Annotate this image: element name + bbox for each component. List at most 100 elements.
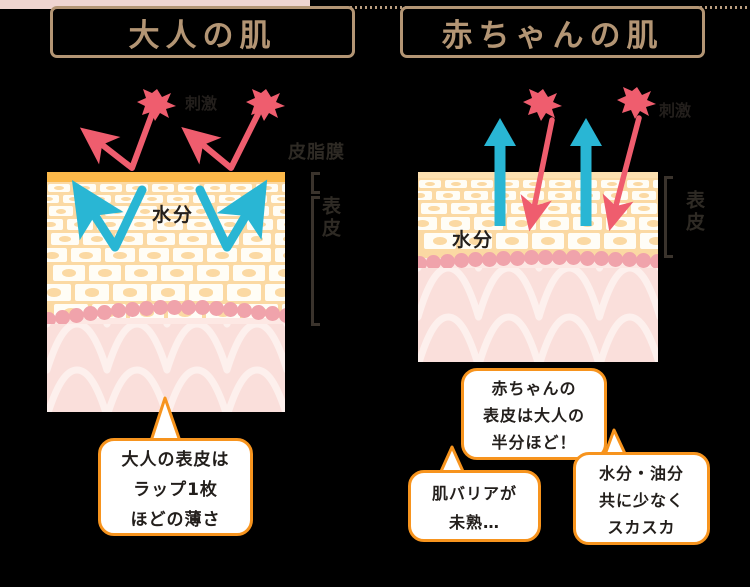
- epidermis-cell: [492, 191, 516, 200]
- cell-nucleus: [139, 208, 151, 214]
- epidermis-cell: [147, 233, 175, 245]
- basal-layer-baby: [418, 250, 658, 271]
- epidermis-cell: [113, 284, 147, 301]
- basal-cell: [496, 250, 511, 266]
- epidermis-cell: [245, 206, 269, 216]
- bracket-epidermis-adult: [311, 196, 320, 326]
- epidermis-cell: [83, 233, 111, 245]
- epidermis-cell: [47, 284, 71, 301]
- basal-cell: [111, 303, 126, 319]
- basal-cell: [139, 301, 154, 317]
- cell-nucleus: [147, 251, 161, 259]
- epidermis-cell: [115, 233, 143, 245]
- label-epidermis-baby: 表皮: [683, 190, 705, 234]
- cell-nucleus: [199, 197, 209, 201]
- epidermis-cell-row: [47, 284, 285, 301]
- panel-title-baby: 赤ちゃんの肌: [400, 6, 705, 58]
- epidermis-cell: [451, 203, 477, 214]
- flower-icon: [246, 89, 285, 121]
- epidermis-cell: [161, 206, 185, 216]
- epidermis-cell: [173, 248, 203, 262]
- cell-nucleus: [283, 251, 285, 259]
- epidermis-cell-row: [418, 191, 658, 200]
- epidermis-cell: [540, 217, 569, 230]
- epidermis-cell: [189, 284, 223, 301]
- epidermis-cell: [48, 184, 70, 192]
- epidermis-cell-row: [48, 184, 285, 192]
- moisture-label-adult: 水分: [152, 204, 195, 226]
- epidermis-cell: [71, 248, 101, 262]
- cell-nucleus: [614, 220, 627, 227]
- cell-nucleus: [548, 205, 560, 212]
- basal-cell: [566, 250, 581, 266]
- basal-cell: [454, 253, 469, 269]
- epidermis-cell: [436, 191, 460, 200]
- cell-nucleus: [205, 269, 221, 277]
- basal-cell: [482, 251, 497, 267]
- cell-nucleus: [133, 269, 149, 277]
- callout-baby-epidermis-half: 赤ちゃんの 表皮は大人の 半分ほど！: [461, 368, 607, 460]
- callout-adult-epidermis: 大人の表皮は ラップ1枚 ほどの薄さ: [98, 438, 253, 536]
- epidermis-cell: [217, 219, 243, 230]
- basal-cell: [622, 252, 637, 268]
- cell-nucleus: [122, 236, 136, 242]
- epidermis-cell: [151, 284, 185, 301]
- epidermis-cell-row: [47, 248, 285, 262]
- epidermis-cell: [193, 195, 215, 203]
- epidermis-cell-row: [51, 233, 285, 245]
- epidermis-cell-row: [421, 203, 658, 214]
- label-epidermis-adult: 表皮: [319, 196, 341, 240]
- epidermis-cell: [464, 191, 488, 200]
- cell-nucleus: [74, 221, 86, 228]
- cell-nucleus: [449, 220, 462, 227]
- cell-nucleus: [418, 220, 429, 227]
- cell-nucleus: [160, 288, 176, 297]
- epidermis-cell: [576, 191, 600, 200]
- cell-nucleus: [218, 236, 232, 242]
- epidermis-cell: [227, 284, 261, 301]
- cell-nucleus: [607, 182, 617, 186]
- epidermis-cell: [47, 248, 67, 262]
- cell-nucleus: [581, 182, 591, 186]
- cell-nucleus: [578, 205, 590, 212]
- basal-cell: [426, 255, 441, 271]
- epidermis-cell: [520, 191, 544, 200]
- epidermis-cell: [282, 184, 285, 192]
- cell-nucleus: [215, 308, 231, 317]
- cell-nucleus: [442, 193, 454, 198]
- cell-nucleus: [647, 220, 658, 227]
- epidermis-cell: [275, 233, 285, 245]
- cell-nucleus: [236, 288, 252, 297]
- cell-nucleus: [638, 205, 650, 212]
- basal-cell: [251, 304, 266, 320]
- epidermis-cell: [115, 195, 137, 203]
- cell-nucleus: [84, 288, 100, 297]
- cell-nucleus: [470, 193, 482, 198]
- callout-baby-barrier: 肌バリアが 未熟…: [408, 470, 541, 542]
- epidermis-cell: [471, 180, 493, 188]
- cell-nucleus: [249, 251, 263, 259]
- epidermis-cell: [549, 180, 571, 188]
- epidermis-cell: [653, 180, 658, 188]
- epidermis-cell: [178, 184, 200, 192]
- dermis-layer-baby: [418, 268, 658, 362]
- cell-nucleus: [47, 288, 62, 297]
- cell-nucleus: [223, 208, 235, 214]
- arrow-bounce-icon: [181, 111, 261, 171]
- epidermis-cell: [139, 248, 169, 262]
- cell-nucleus: [277, 197, 285, 201]
- basal-layer-adult: [47, 300, 285, 327]
- cell-nucleus: [638, 193, 650, 198]
- epidermis-cell: [63, 195, 85, 203]
- epidermis-cell-row: [419, 180, 658, 188]
- basal-cell: [181, 300, 196, 316]
- cell-nucleus: [477, 182, 487, 186]
- epidermis-cell: [627, 180, 649, 188]
- cell-nucleus: [526, 193, 538, 198]
- epidermis-cell: [127, 219, 153, 230]
- epidermis-cell: [575, 180, 597, 188]
- epidermis-cell: [604, 233, 636, 249]
- callout-line: 表皮は大人の: [482, 406, 585, 425]
- epidermis-cell: [211, 233, 239, 245]
- cell-nucleus: [55, 208, 67, 214]
